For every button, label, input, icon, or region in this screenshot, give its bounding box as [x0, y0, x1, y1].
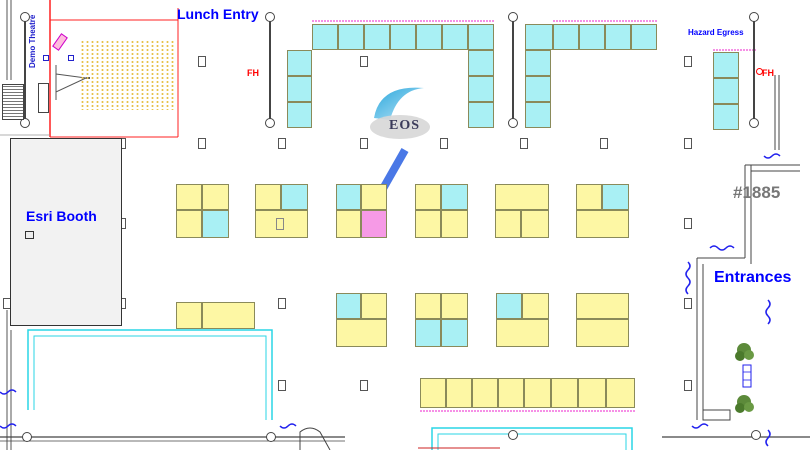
lunch-seating [80, 40, 174, 110]
lunch-entry-label: Lunch Entry [177, 6, 259, 22]
eos-logo-text: EOS [389, 118, 421, 133]
esri-booth-label: Esri Booth [26, 208, 97, 224]
fire-hose-label: FH [247, 68, 259, 78]
staircase [2, 84, 24, 120]
eos-logo-icon [370, 87, 430, 139]
highlighted-booth[interactable] [361, 210, 387, 238]
demo-theatre-stage [38, 83, 49, 113]
fire-hose-label: FH [762, 68, 774, 78]
tree-icon [735, 343, 754, 413]
demo-theatre-label: Demo Theatre [28, 14, 37, 68]
booth-number-label: #1885 [733, 183, 781, 202]
entrances-label: Entrances [714, 269, 792, 286]
esri-booth-marker [25, 231, 34, 239]
hazard-egress-label: Hazard Egress [688, 28, 744, 37]
